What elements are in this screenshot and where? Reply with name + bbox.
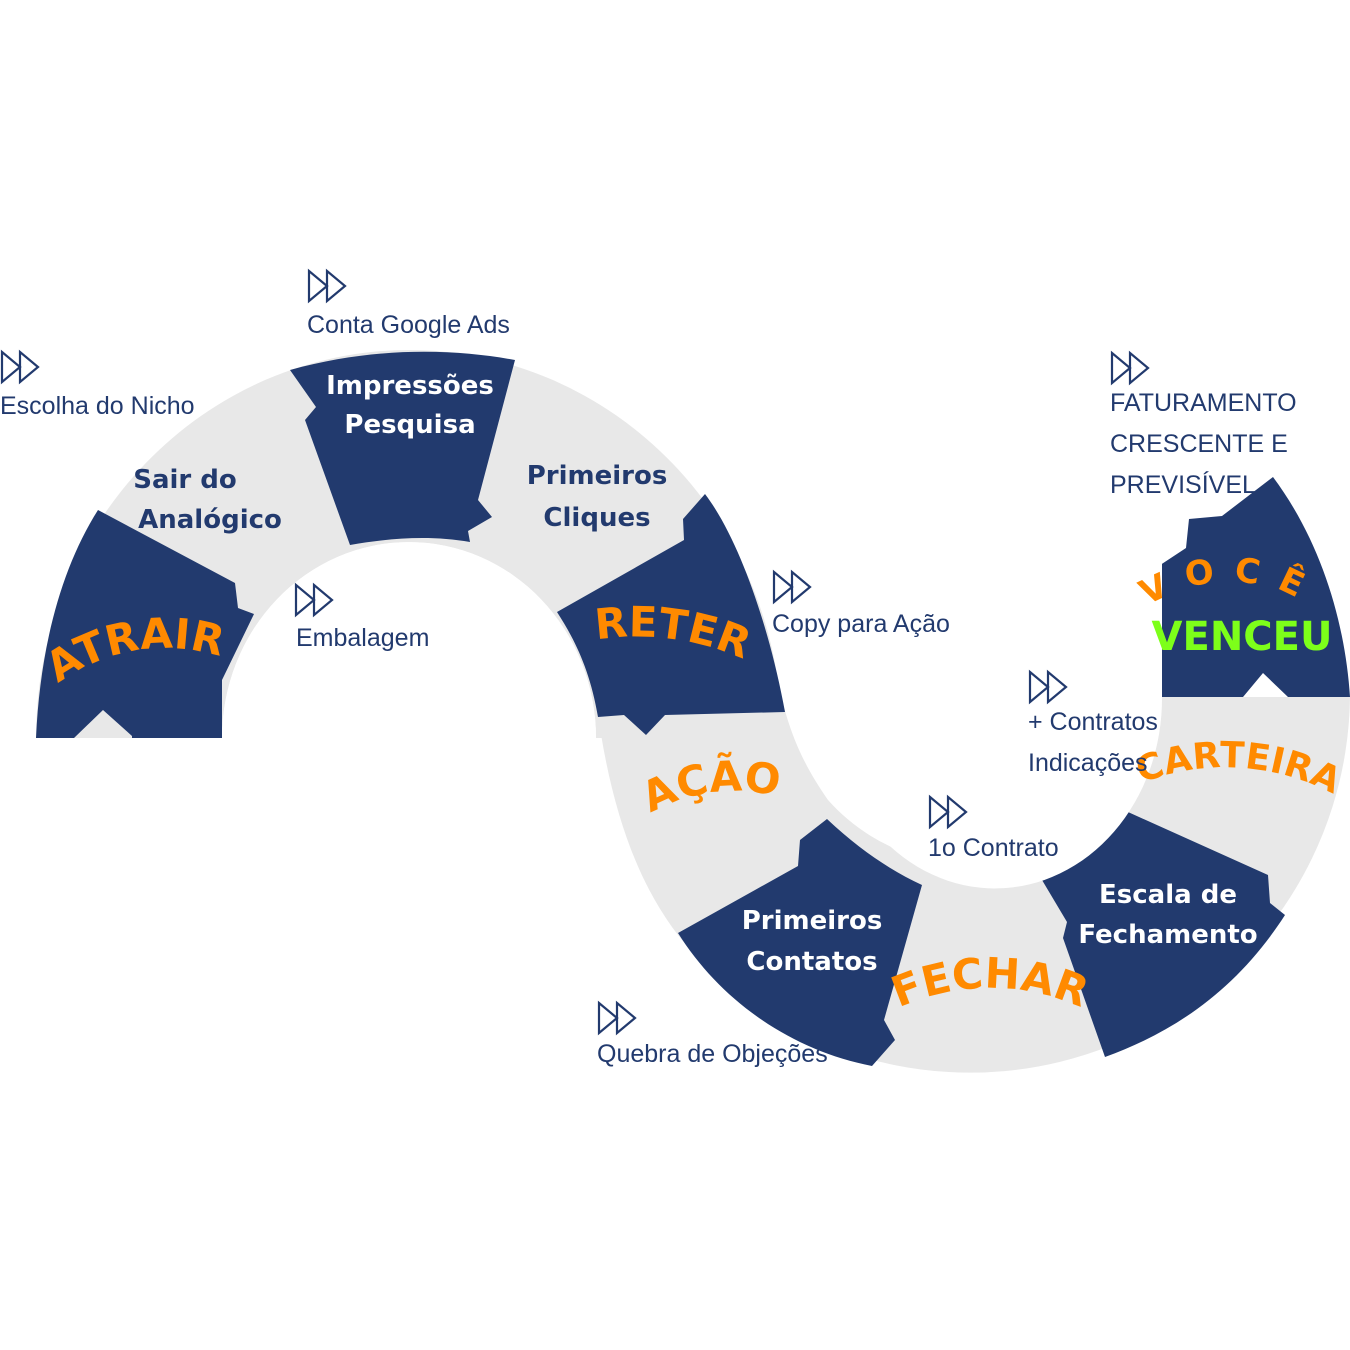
svg-text:+ Contratos: + Contratos [1028, 708, 1158, 736]
svg-text:FATURAMENTO: FATURAMENTO [1110, 389, 1297, 417]
fast-forward-icon [307, 269, 347, 303]
segment-escala [1042, 812, 1285, 1057]
segment-reter [557, 494, 785, 735]
label-escala-line2: Fechamento [1078, 920, 1257, 950]
svg-text:Escolha do Nicho: Escolha do Nicho [0, 392, 195, 420]
inner-right [828, 200, 1163, 889]
label-venceu: VENCEU [1152, 614, 1333, 660]
note-faturamento: FATURAMENTO CRESCENTE E PREVISÍVEL [1110, 351, 1297, 499]
label-impressoes-line2: Pesquisa [344, 410, 475, 440]
svg-text:Conta Google Ads: Conta Google Ads [307, 311, 510, 339]
note-copy-para-acao: Copy para Ação [772, 570, 950, 638]
note-embalagem: Embalagem [294, 583, 429, 652]
note-primeiro-contrato: 1o Contrato [928, 795, 1059, 862]
label-primeiros-contatos-line1: Primeiros [742, 906, 883, 936]
svg-text:PREVISÍVEL: PREVISÍVEL [1110, 470, 1256, 499]
label-primeiros-cliques-line2: Cliques [543, 503, 650, 533]
segment-primeiros-contatos [678, 819, 922, 1066]
svg-text:Embalagem: Embalagem [296, 624, 429, 652]
fast-forward-icon [772, 570, 812, 604]
label-escala-line1: Escala de [1099, 880, 1237, 910]
segment-venceu [1124, 477, 1350, 697]
svg-text:Indicações: Indicações [1028, 749, 1148, 777]
label-primeiros-cliques-line1: Primeiros [527, 461, 668, 491]
segment-atrair [36, 510, 254, 738]
svg-text:Copy para Ação: Copy para Ação [772, 610, 950, 638]
svg-text:Quebra de Objeções: Quebra de Objeções [597, 1040, 828, 1068]
note-conta-google-ads: Conta Google Ads [307, 269, 510, 339]
svg-text:1o Contrato: 1o Contrato [928, 834, 1059, 862]
inner-left [222, 542, 596, 1350]
note-escolha-nicho: Escolha do Nicho [0, 350, 195, 420]
label-sair-line1: Sair do [133, 465, 237, 495]
fast-forward-icon [597, 1001, 637, 1035]
label-primeiros-contatos-line2: Contatos [746, 947, 877, 977]
note-quebra-objecoes: Quebra de Objeções [597, 1001, 828, 1068]
label-impressoes-line1: Impressões [326, 371, 494, 401]
segment-impressoes [290, 351, 515, 545]
svg-text:CRESCENTE E: CRESCENTE E [1110, 430, 1288, 458]
note-contratos-indicacoes: + Contratos Indicações [1028, 670, 1158, 777]
fast-forward-icon [0, 350, 40, 384]
label-sair-line2: Analógico [138, 505, 282, 535]
